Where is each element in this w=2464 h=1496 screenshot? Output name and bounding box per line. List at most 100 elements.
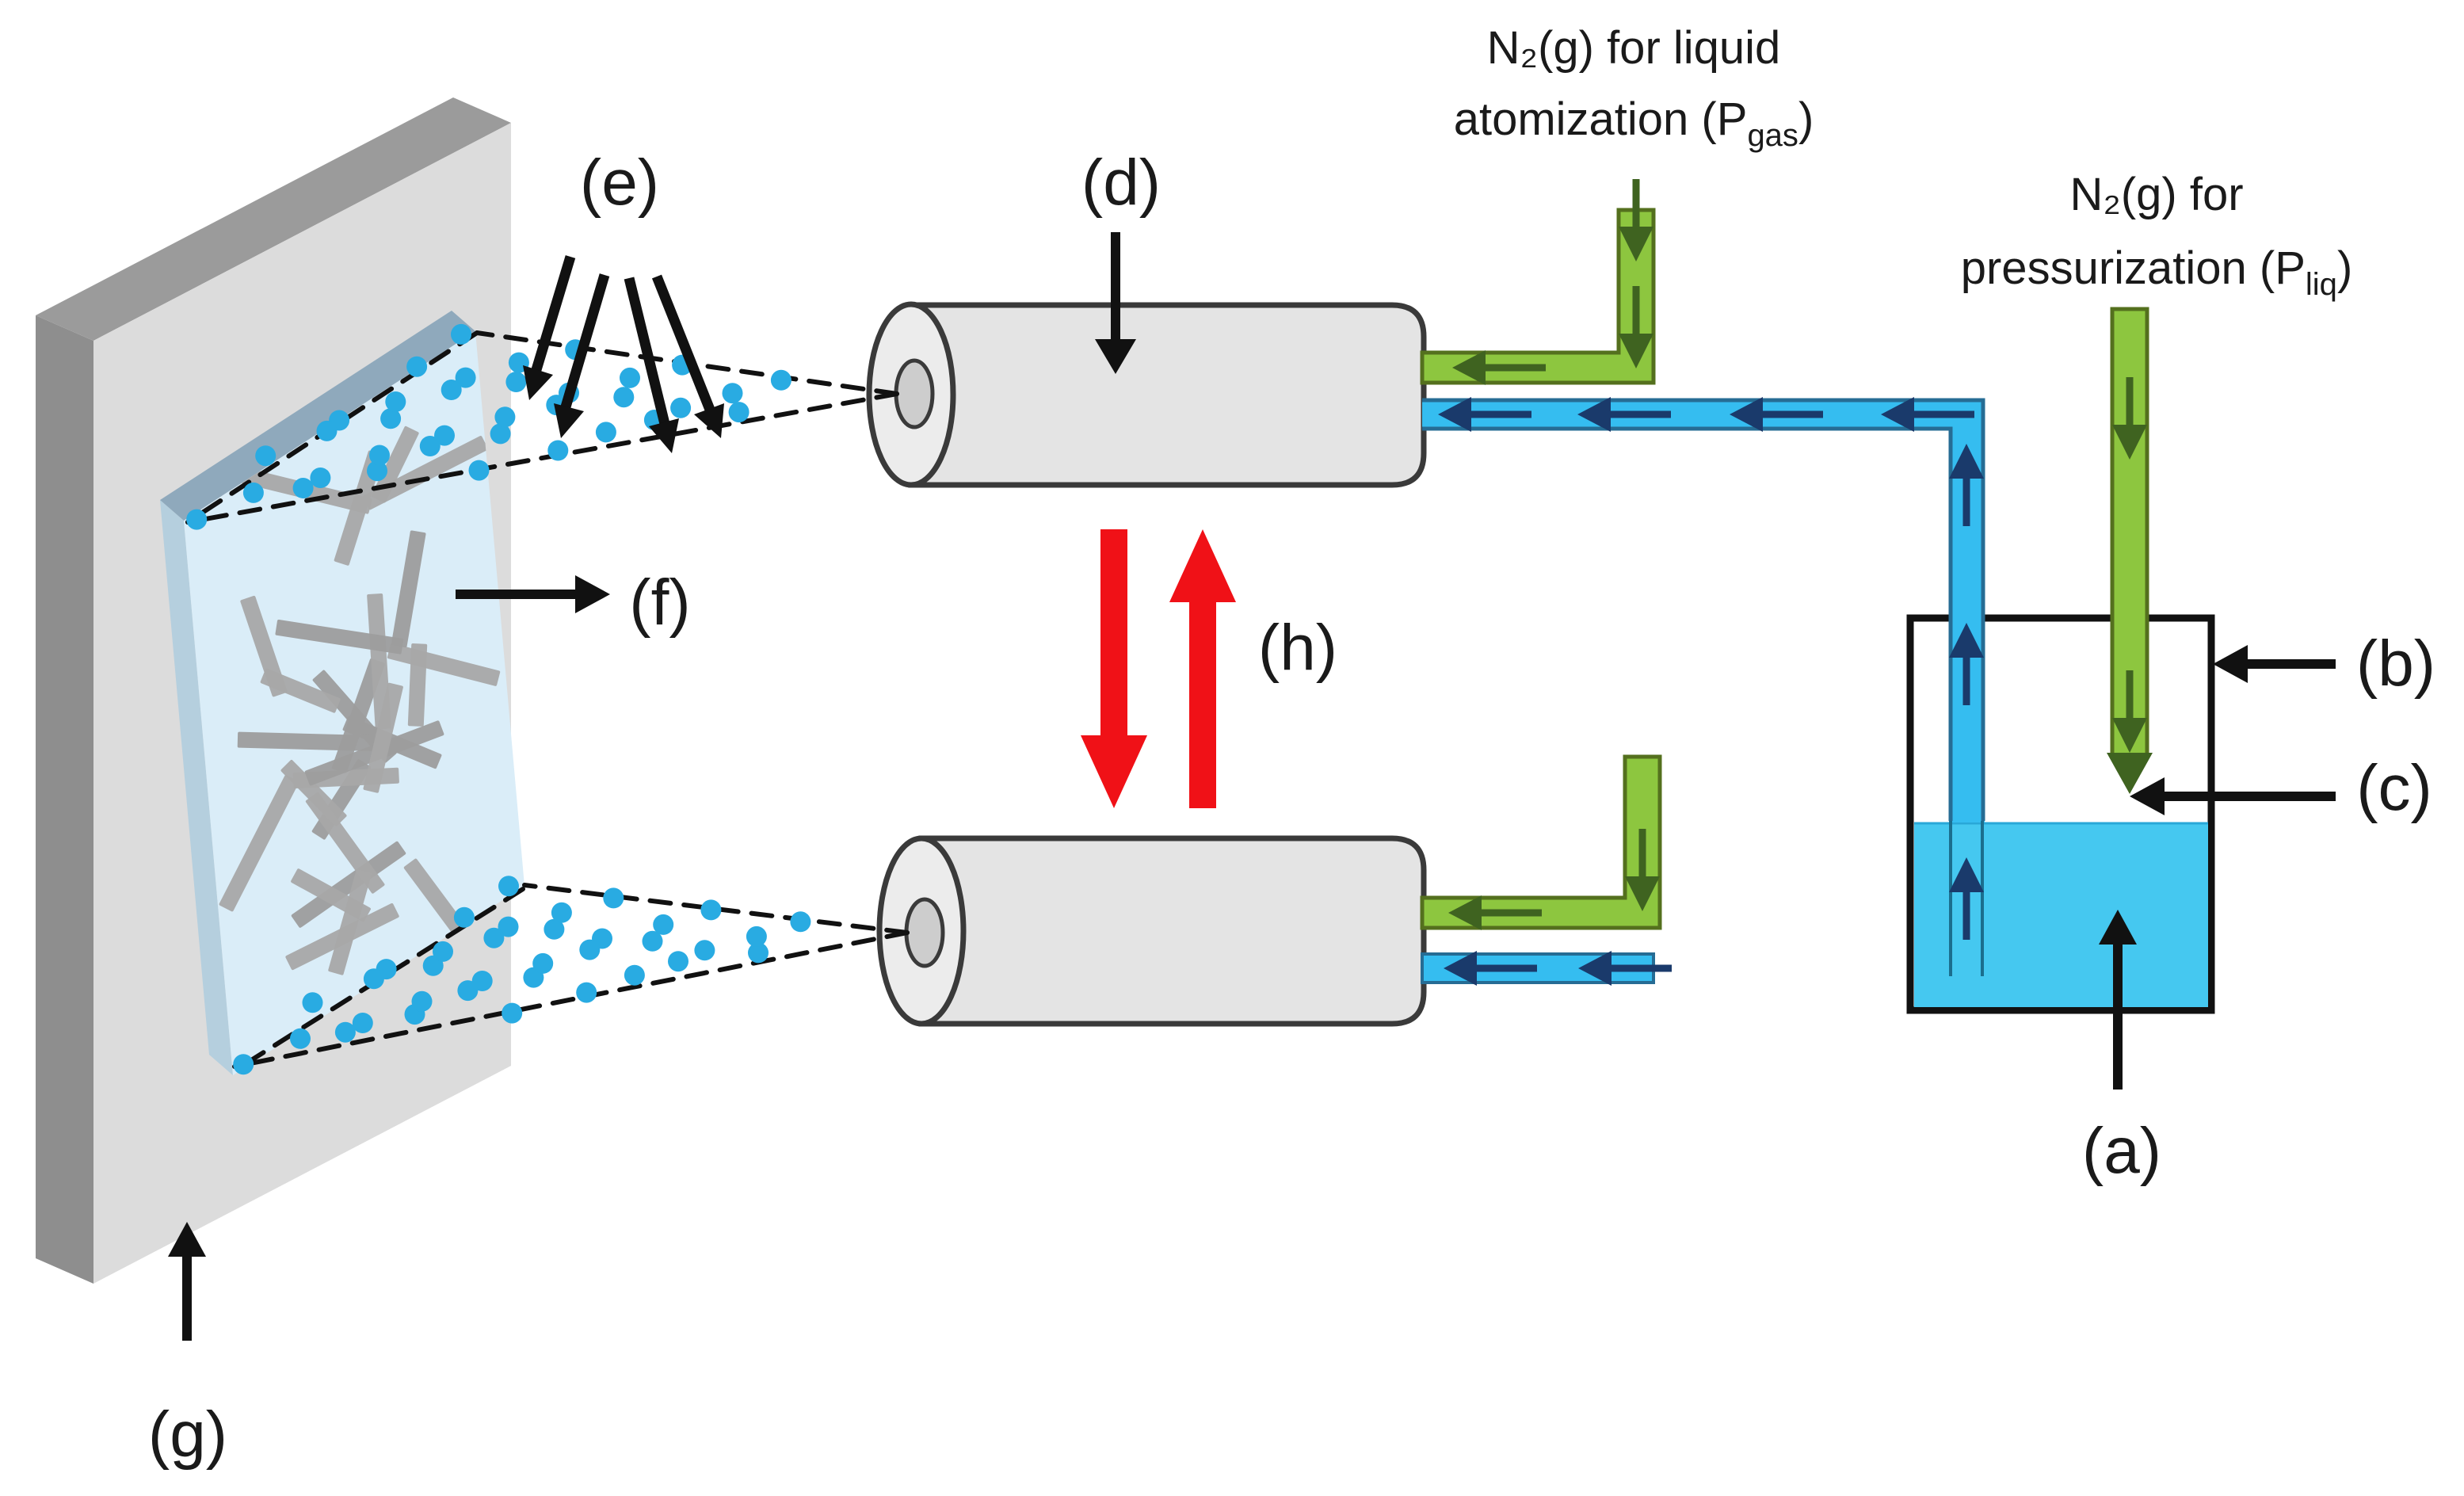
spray-droplet [613, 387, 635, 408]
fiber [219, 775, 299, 912]
fiber-mat [219, 426, 501, 975]
spray-droplet [544, 918, 565, 940]
label-b: (b) [2356, 628, 2435, 700]
spray-droplet [380, 408, 402, 429]
spray-droplet [547, 440, 569, 461]
spray-droplet [434, 425, 455, 446]
fiber [407, 643, 428, 727]
label-f: (f) [629, 567, 690, 639]
fiber [363, 682, 403, 793]
spray-droplet [532, 952, 554, 974]
fiber [371, 426, 419, 503]
spray-droplet [367, 460, 387, 482]
spray-droplet [498, 916, 519, 937]
spray-droplet [290, 1028, 311, 1049]
spray-droplet [433, 941, 453, 962]
upper-cone-bottom-edge [185, 391, 899, 525]
spray-droplet [770, 369, 791, 391]
spray-droplet [457, 980, 479, 1002]
caption-pressurization-line1: N₂(g) for [2069, 169, 2243, 220]
spray-droplet [406, 356, 428, 377]
fiber [403, 858, 467, 936]
upper-spray-nozzle [866, 301, 1427, 488]
spray-droplet [316, 420, 338, 441]
liquid-tube-outline [1422, 426, 1953, 821]
fiber [291, 841, 406, 928]
fiber [275, 620, 404, 654]
spray-droplet [595, 422, 616, 443]
spray-droplet [455, 367, 476, 388]
spray-droplet [310, 468, 331, 488]
caption-atomization-line1: N₂(g) for liquid [1487, 22, 1781, 74]
spray-droplet [302, 992, 323, 1013]
slide-left-edge [160, 500, 233, 1075]
pressurization-gas-tube [2107, 307, 2153, 794]
liquid-feed-line [1422, 397, 1985, 976]
lower-spray-cone [232, 876, 910, 1075]
slide-top-bevel [160, 311, 475, 521]
spray-droplet [292, 478, 314, 498]
spray-droplet [653, 914, 674, 935]
fiber [362, 436, 488, 510]
fiber [305, 792, 385, 894]
label-g: (g) [148, 1399, 227, 1471]
spray-droplet [728, 402, 749, 423]
fiber [260, 668, 341, 713]
spray-droplet [483, 927, 505, 948]
gas-tube-tip-arrow-icon [2107, 753, 2153, 794]
spray-droplet [551, 902, 572, 923]
spray-droplet [468, 460, 490, 481]
fiber [391, 530, 426, 648]
spray-droplet [668, 951, 688, 972]
spray-droplet [242, 482, 264, 503]
spray-droplet [490, 423, 511, 445]
spray-droplet [186, 509, 208, 530]
lower-liquid-feed-stub [1421, 951, 1672, 986]
spray-droplet [471, 971, 493, 991]
nozzle-travel-arrows [1081, 529, 1236, 808]
spray-droplet [790, 911, 811, 933]
spray-droplet [334, 1021, 356, 1043]
travel-down-arrowhead-icon [1081, 735, 1147, 808]
upper-spray-droplets [186, 323, 791, 530]
spray-droplet [363, 968, 384, 990]
substrate-side-face [36, 315, 93, 1284]
label-arrow-f [456, 575, 610, 613]
spray-droplet [451, 323, 471, 345]
travel-up-arrowhead-icon [1169, 529, 1236, 602]
spray-droplet [670, 397, 692, 418]
label-arrow-a [2099, 910, 2137, 1090]
spray-droplet [453, 906, 475, 928]
fiber [328, 868, 372, 975]
spray-droplet [624, 964, 645, 986]
lower-nozzle-body [918, 835, 1427, 1027]
upper-nozzle-body [908, 302, 1427, 488]
spray-droplet [579, 939, 601, 960]
spray-droplet [505, 372, 527, 392]
spray-droplet [255, 445, 277, 467]
spray-droplet [233, 1054, 254, 1075]
caption-pressurization-line2: pressurization (Pliq) [1961, 242, 2353, 302]
lower-cone-bottom-edge [232, 930, 910, 1069]
label-arrow-d [1095, 232, 1136, 374]
spray-droplet [642, 930, 663, 952]
caption-atomization-gas: N₂(g) for liquid atomization (Pgas) [1454, 22, 1814, 153]
spray-droplet [576, 982, 597, 1003]
spray-droplet [411, 990, 433, 1012]
label-a: (a) [2082, 1115, 2161, 1187]
gas-tube-upper [1420, 208, 1656, 385]
substrate-top-face [36, 97, 511, 341]
spray-droplet [700, 899, 722, 921]
spray-droplet [369, 445, 390, 466]
spray-droplet [441, 380, 462, 400]
glass-slide [160, 311, 524, 1075]
lower-atomization-gas-tube [1420, 754, 1662, 930]
upper-nozzle-orifice [894, 358, 935, 429]
spray-droplet [419, 436, 441, 456]
caption-atomization-line2: atomization (Pgas) [1454, 94, 1814, 153]
label-arrow-g [168, 1222, 206, 1341]
label-h: (h) [1258, 612, 1337, 684]
label-arrows-e [523, 255, 724, 453]
label-arrow-c [2130, 777, 2336, 815]
